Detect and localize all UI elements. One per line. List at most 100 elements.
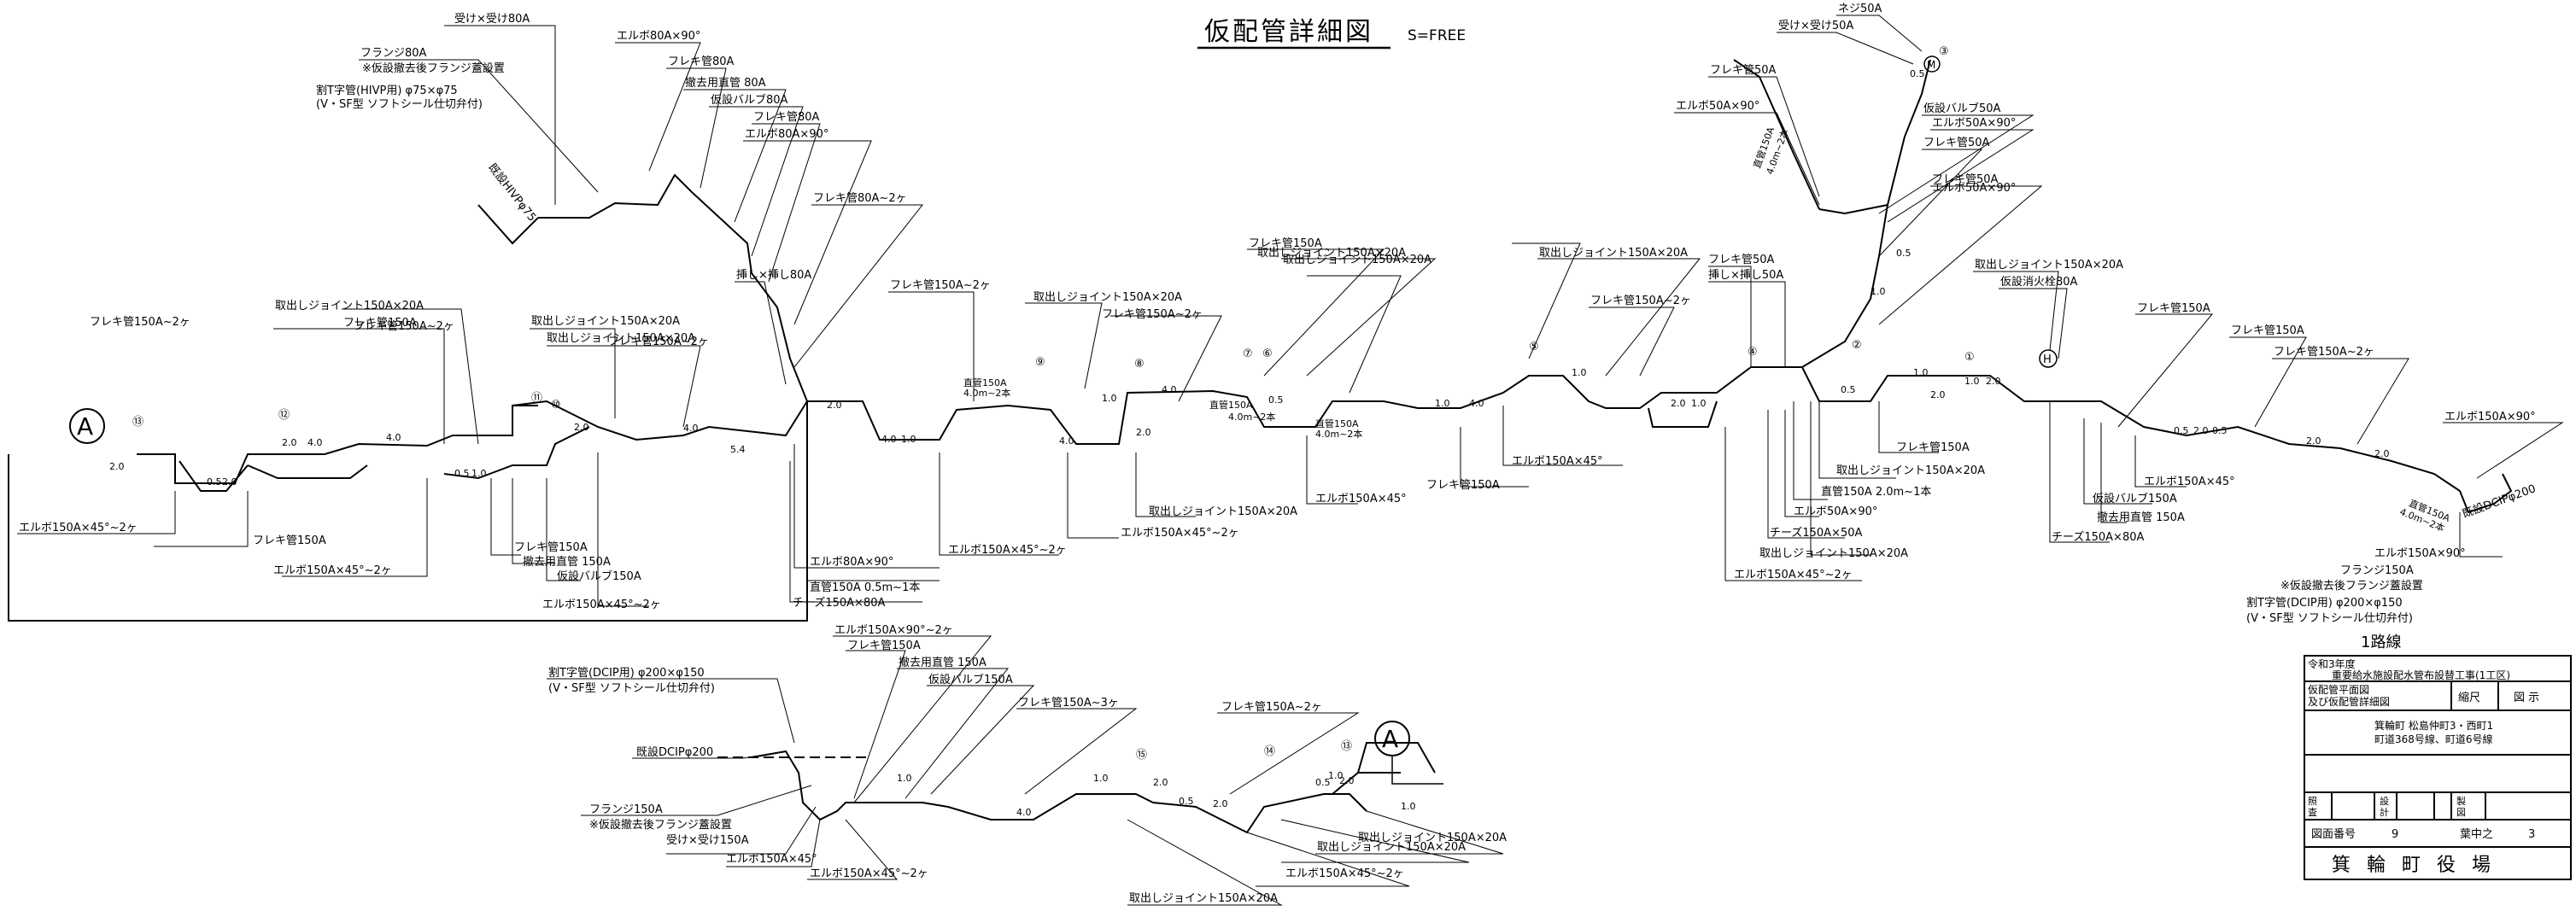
label-bottom_row1_labels-31: (V・SF型 ソフトシール仕切弁付) <box>2246 612 2413 625</box>
label-title_block-drawing_no: 9 <box>2392 828 2398 841</box>
label-dims-35: 1.0 <box>1102 393 1117 404</box>
label-dims-41: 0.5 <box>1179 796 1194 807</box>
label-bottom_row1_labels-4: 撤去用直管 150A <box>523 555 611 569</box>
label-dims-2: 2.0 <box>222 476 237 488</box>
label-top_labels-8: 仮設バルブ80A <box>711 93 788 107</box>
label-bottom_row1_labels-14: フレキ管150A <box>1426 479 1500 492</box>
label-bottom_row1_labels-20: チーズ150A×50A <box>1770 526 1862 540</box>
label-title_block-drawing_name_2: 及び仮配管詳細図 <box>2308 695 2390 708</box>
label-bottom_labels-2: 撤去用直管 150A <box>899 656 986 669</box>
label-title_block-drawing_no_label: 図面番号 <box>2311 828 2356 841</box>
label-dims-46: 1.0 <box>1401 801 1416 812</box>
label-dims-0: 2.0 <box>109 461 125 472</box>
label-bottom_row1_labels-32: 直管150A <box>963 377 1007 388</box>
label-bottom_labels-14: 取出しジョイント150A×20A <box>1129 892 1278 905</box>
label-top_labels-1: フランジ80A <box>360 47 427 60</box>
label-bottom_row1_labels-35: 4.0m~2本 <box>1228 411 1275 423</box>
label-bottom_row1_labels-13: エルボ150A×45° <box>1315 493 1407 505</box>
label-top_labels-21: フレキ管150A~2ヶ <box>90 316 190 329</box>
label-dims-24: 2.0 <box>1930 389 1946 400</box>
label-numbers-7: ⑥ <box>1262 347 1273 360</box>
label-dims-23: 1.0 <box>1913 367 1929 378</box>
label-top_labels-18: 取出しジョイント150A×20A <box>1539 247 1688 260</box>
label-top_labels-5: エルボ80A×90° <box>617 30 700 43</box>
upper-label-text: 受け×受け80A フランジ80A ※仮設撤去後フランジ蓋設置 割T字管(HIVP… <box>90 3 2538 534</box>
label-bottom_row1_labels-29: ※仮設撤去後フランジ蓋設置 <box>2280 579 2423 593</box>
label-top_labels-19: フレキ管50A <box>1708 254 1775 266</box>
upper-labels <box>273 15 2564 479</box>
label-top_labels-39: フレキ管50A <box>1710 64 1777 77</box>
label-bottom_labels-0: エルボ150A×90°~2ヶ <box>834 624 953 637</box>
marker-m-text: M <box>1927 59 1935 71</box>
label-dims-1: 0.5 <box>207 476 222 488</box>
marker-a-left: A <box>69 408 105 444</box>
label-dims-29: 0.5 <box>2212 425 2228 436</box>
label-top_labels-26: 取出しジョイント150A×20A <box>1033 291 1182 304</box>
label-bottom_row1_labels-28: フランジ150A <box>2340 564 2414 577</box>
label-title_block-sheet_no: 3 <box>2528 828 2535 841</box>
label-top_labels-11: フレキ管80A~2ヶ <box>813 192 907 205</box>
label-dims-42: 2.0 <box>1213 798 1228 809</box>
label-bottom_row1_labels-25: 撤去用直管 150A <box>2097 511 2185 524</box>
label-bottom_row1_labels-0: エルボ150A×45°~2ヶ <box>19 522 138 534</box>
label-numbers-1: ⑫ <box>278 409 290 422</box>
label-top_labels-37: ネジ50A <box>1838 3 1882 15</box>
label-numbers-4: ⑨ <box>1035 356 1045 369</box>
label-bottom_row1_labels-22: エルボ150A×45°~2ヶ <box>1734 569 1853 581</box>
label-top_labels-10: エルボ80A×90° <box>745 128 828 141</box>
label-dims-10: 5.4 <box>730 444 746 455</box>
label-dims-30: 2.0 <box>2306 435 2321 447</box>
label-bottom_labels-6: 既設DCIPφ200 <box>636 745 713 759</box>
marker-a-right: A <box>1374 721 1443 785</box>
label-numbers-9: ④ <box>1748 346 1758 359</box>
label-bottom_row1_labels-3: フレキ管150A <box>514 541 588 554</box>
label-top_labels-31: 取出しジョイント150A×20A <box>1975 259 2123 272</box>
upper-row-bottom-text: エルボ150A×45°~2ヶ フレキ管150A エルボ150A×45°~2ヶ フ… <box>19 125 2466 651</box>
label-bottom_row1_labels-12: 取出しジョイント150A×20A <box>1149 505 1297 518</box>
label-bottom_row1_labels-16: フレキ管150A <box>1896 441 1970 454</box>
upper-row-bottom-leaders <box>17 401 2503 607</box>
label-top_labels-16: フレキ管150A <box>343 317 417 330</box>
label-dims-8: 2.0 <box>574 422 589 433</box>
label-bottom_labels-15: 取出しジョイント150A×20A <box>1317 841 1466 854</box>
label-bottom_row1_labels-2: エルボ150A×45°~2ヶ <box>273 564 392 577</box>
label-top_labels-12: 既設HIVPφ75 <box>485 161 539 224</box>
label-top_labels-42: エルボ50A×90° <box>1932 117 2016 130</box>
label-top_labels-27: フレキ管150A~2ヶ <box>1102 308 1203 321</box>
marker-h: H <box>2039 349 2058 368</box>
label-bottom_row1_labels-6: エルボ150A×45°~2ヶ <box>542 599 661 611</box>
label-dims-17: 1.0 <box>1435 398 1450 409</box>
label-bottom_labels-12: エルボ150A×45° <box>726 853 817 866</box>
label-top_labels-30: フレキ管150A~2ヶ <box>1590 295 1691 307</box>
label-top_labels-35: フレキ管150A~2ヶ <box>2274 346 2374 359</box>
label-top_labels-33: フレキ管150A <box>2137 302 2210 315</box>
label-bottom_row1_labels-7: エルボ80A×90° <box>810 556 893 569</box>
marker-m: M <box>1923 55 1941 73</box>
reference-numbers: ⑬ ⑫ ⑪ ⑩ ⑨ ⑧ ⑦ ⑥ ⑤ ④ ③ ② ① ⑮ ⑭ ⑬ <box>132 45 1975 762</box>
title-block <box>2304 655 2572 880</box>
label-top_labels-24: フレキ管150A~2ヶ <box>608 336 709 348</box>
label-bottom_row1_labels-27: エルボ150A×90° <box>2374 547 2466 560</box>
label-bottom_labels-10: ※仮設撤去後フランジ蓋設置 <box>589 818 732 832</box>
label-dims-13: 1.0 <box>901 434 916 445</box>
label-numbers-6: ⑦ <box>1243 347 1253 360</box>
label-dims-28: 2.0 <box>2193 425 2209 436</box>
label-top_labels-13: 挿し×挿し80A <box>736 269 811 282</box>
label-numbers-11: ② <box>1852 339 1862 352</box>
label-title_block-approval_3: 製 <box>2456 795 2466 807</box>
label-top_labels-15: 取出しジョイント150A×20A <box>531 315 680 328</box>
label-dims-27: 0.5 <box>2174 425 2189 436</box>
main-route-upper <box>8 59 2513 622</box>
label-bottom_row1_labels-21: 取出しジョイント150A×20A <box>1759 547 1908 560</box>
label-dims-9: 4.0 <box>683 423 699 434</box>
label-bottom_row1_labels-15: エルボ150A×45° <box>1512 455 1603 468</box>
label-numbers-14: ⑭ <box>1264 745 1275 758</box>
label-dims-15: 4.0 <box>1162 384 1177 395</box>
label-title_block-approval_2b: 計 <box>2380 806 2389 818</box>
marker-a-left-text: A <box>77 412 93 441</box>
label-dims-33: 0.5 <box>1896 248 1912 259</box>
label-dims-38: 4.0 <box>1016 807 1032 818</box>
label-top_labels-6: フレキ管80A <box>668 55 735 68</box>
label-dims-25: 1.0 <box>1964 376 1980 387</box>
drawing-title: 仮配管詳細図 <box>1204 17 1373 47</box>
